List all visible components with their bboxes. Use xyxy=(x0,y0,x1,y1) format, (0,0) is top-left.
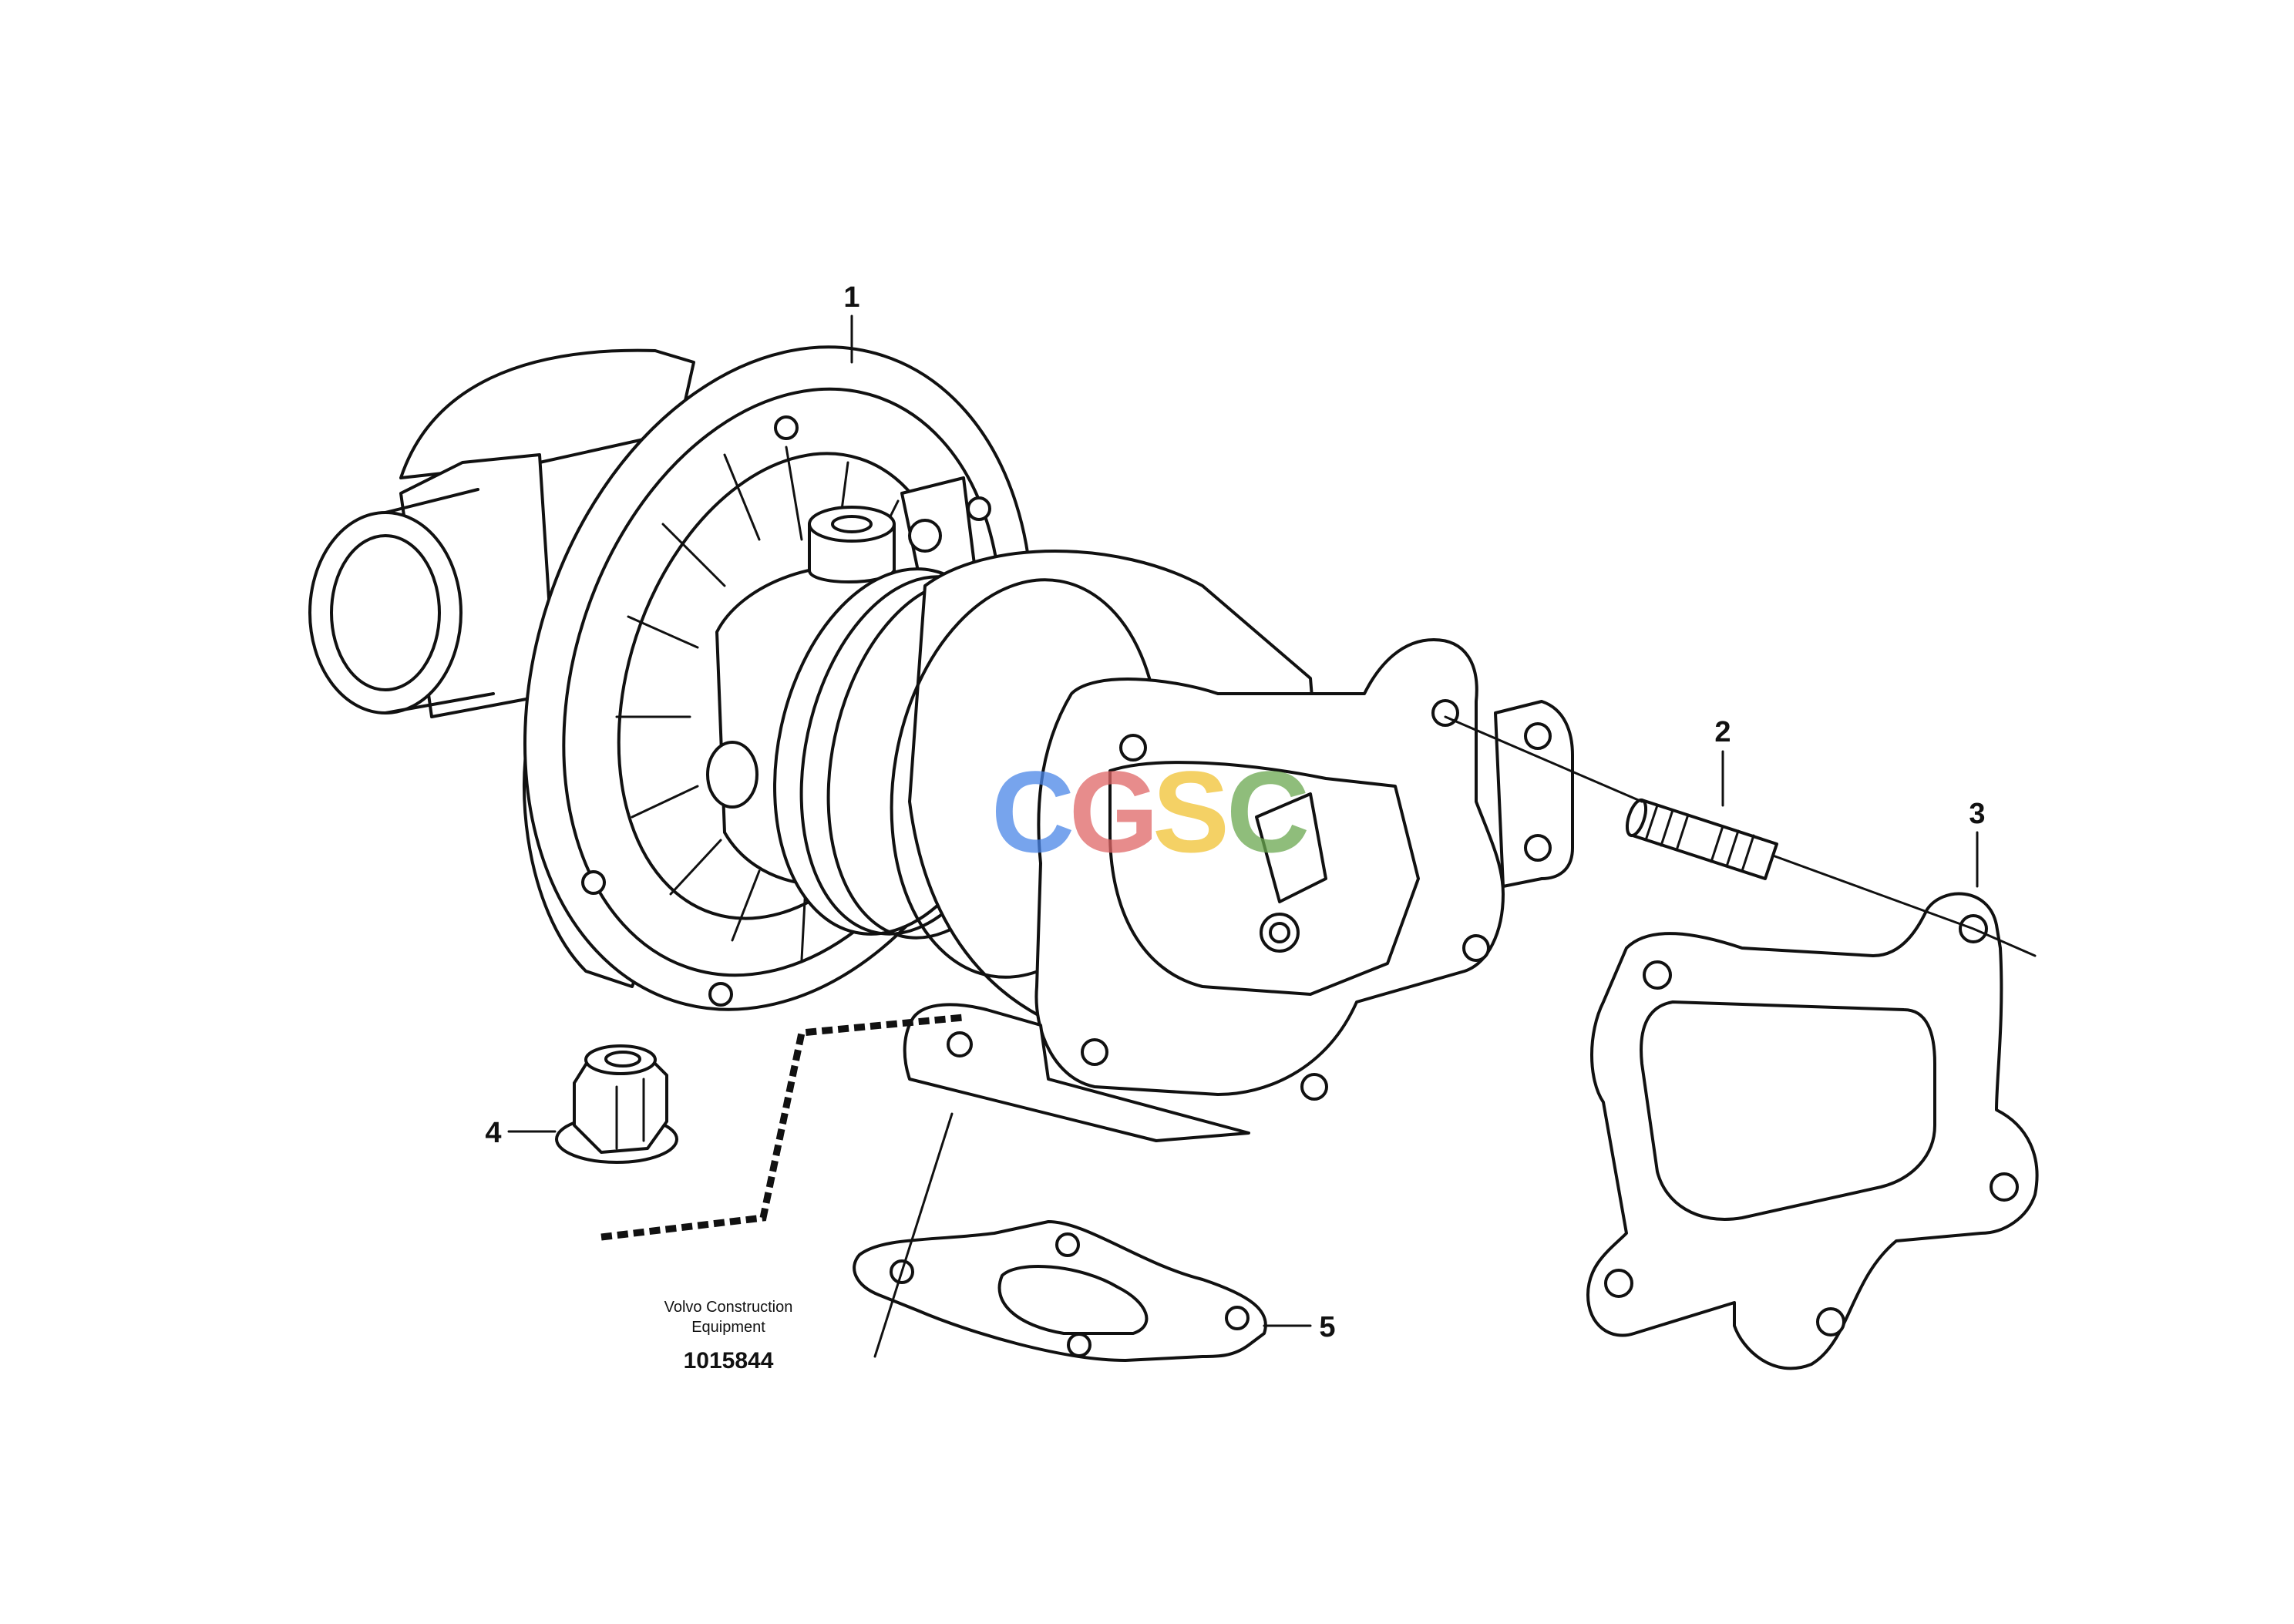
inlet-gasket xyxy=(853,1220,1267,1362)
turbine-housing xyxy=(890,550,1505,1101)
drawing-number: 1015844 xyxy=(684,1348,774,1374)
callout-3: 3 xyxy=(1969,798,1985,830)
stud xyxy=(1625,798,1778,880)
drawing-caption: Volvo Construction Equipment 1015844 xyxy=(664,1299,793,1374)
caption-line2: Equipment xyxy=(691,1319,765,1336)
watermark-letter: C xyxy=(991,747,1075,876)
watermark-letter: S xyxy=(1152,747,1229,876)
watermark-logo: C G S C xyxy=(991,747,1310,876)
watermark-letter: G xyxy=(1069,747,1159,876)
assembly-dash-line xyxy=(600,1014,964,1241)
compressor-outlet xyxy=(308,348,695,718)
turbine-gasket xyxy=(1586,892,2039,1370)
flange-nut xyxy=(555,1044,678,1164)
turbine-inlet-foot xyxy=(903,1003,1250,1142)
caption-line1: Volvo Construction xyxy=(664,1299,793,1316)
callout-5: 5 xyxy=(1319,1311,1335,1343)
callout-1: 1 xyxy=(843,281,859,314)
callout-2: 2 xyxy=(1714,716,1731,748)
watermark-letter: C xyxy=(1226,747,1310,876)
turbocharger xyxy=(308,345,1574,1142)
callout-4: 4 xyxy=(485,1117,501,1149)
leader-lines xyxy=(507,314,2037,1358)
